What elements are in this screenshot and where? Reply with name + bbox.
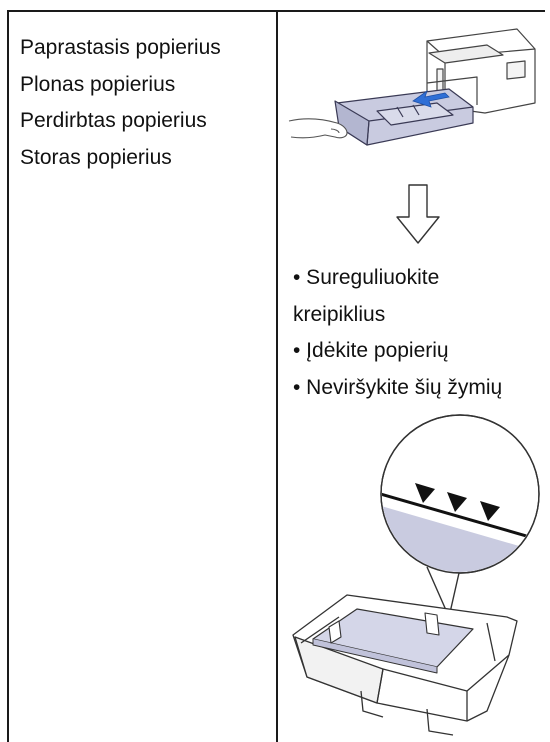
table-column-divider bbox=[276, 10, 278, 742]
instruction-cell: • Sureguliuokite kreipiklius • Įdėkite p… bbox=[277, 11, 550, 742]
instruction-adjust-guides-cont: kreipiklius bbox=[293, 302, 386, 326]
instruction-list: • Sureguliuokite kreipiklius • Įdėkite p… bbox=[293, 260, 550, 406]
instruction-adjust-guides: • Sureguliuokite bbox=[293, 266, 440, 289]
table-left-border bbox=[7, 10, 9, 742]
max-mark-triangle-3 bbox=[480, 501, 500, 521]
max-mark-triangle-1 bbox=[415, 483, 435, 503]
down-arrow-icon bbox=[396, 184, 440, 244]
pull-direction-arrow bbox=[412, 89, 450, 108]
max-mark-triangle-2 bbox=[447, 492, 467, 512]
paper-type-recycled: Perdirbtas popierius bbox=[20, 109, 207, 132]
printer-tray-illustration bbox=[288, 28, 536, 146]
paper-type-thin: Plonas popierius bbox=[20, 72, 176, 96]
instruction-load-paper: • Įdėkite popierių bbox=[293, 339, 449, 362]
instruction-max-mark: • Neviršykite šių žymių bbox=[293, 375, 503, 399]
paper-type-cell: Paprastasis popierius Plonas popierius P… bbox=[20, 30, 270, 176]
paper-type-plain: Paprastasis popierius bbox=[20, 36, 221, 59]
paper-tray-illustration bbox=[292, 414, 540, 736]
paper-type-thick: Storas popierius bbox=[20, 145, 172, 169]
